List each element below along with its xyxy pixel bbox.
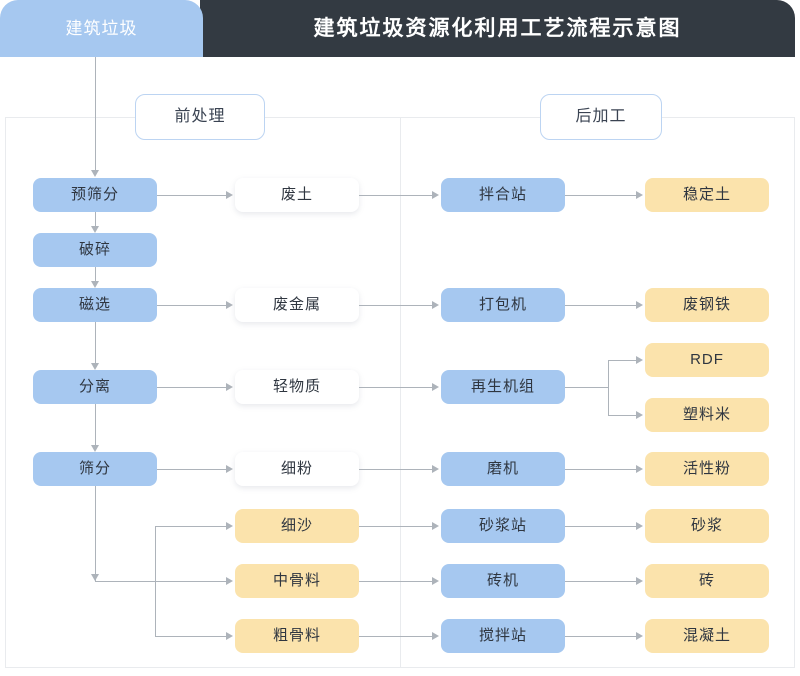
- connector-brick-machine-to-brick: [565, 581, 637, 582]
- arrowhead-screen-to-fine-powder: [226, 465, 233, 473]
- node-product-3[interactable]: 塑料米: [645, 398, 769, 432]
- arrowhead-baler-to-scrap-steel: [636, 301, 643, 309]
- node-equipment-6[interactable]: 搅拌站: [441, 619, 565, 653]
- connector-prescreen-to-crush: [95, 212, 96, 227]
- node-preprocess-1[interactable]: 破碎: [33, 233, 157, 267]
- arrowhead-medium-aggregate-to-brick-machine: [432, 577, 439, 585]
- stage-chip-postprocess: 后加工: [540, 94, 662, 140]
- source-tab-label: 建筑垃圾: [65, 19, 138, 38]
- connector-fine-sand-to-mortar-station: [359, 526, 433, 527]
- connector-fork-to-rdf: [608, 360, 637, 361]
- node-equipment-3[interactable]: 磨机: [441, 452, 565, 486]
- connector-waste-soil-to-mixing-station: [359, 195, 433, 196]
- arrowhead-prescreen-to-waste-soil: [226, 191, 233, 199]
- arrowhead-separate-to-screen: [91, 445, 99, 452]
- node-material-6[interactable]: 粗骨料: [235, 619, 359, 653]
- connector-screen-trunk-down: [95, 486, 96, 581]
- arrowhead-waste-metal-to-baler: [432, 301, 439, 309]
- connector-crush-to-magnetic: [95, 267, 96, 282]
- connector-separate-to-screen: [95, 404, 96, 446]
- connector-separate-to-light-matter: [157, 387, 227, 388]
- arrowhead-magnetic-to-separate: [91, 363, 99, 370]
- connector-baler-to-scrap-steel: [565, 305, 637, 306]
- connector-medium-aggregate-to-brick-machine: [359, 581, 433, 582]
- connector-concrete-station-to-concrete: [565, 636, 637, 637]
- node-material-2[interactable]: 轻物质: [235, 370, 359, 404]
- connector-waste-metal-to-baler: [359, 305, 433, 306]
- arrowhead-mill-to-active-powder: [636, 465, 643, 473]
- node-product-7[interactable]: 混凝土: [645, 619, 769, 653]
- node-preprocess-3[interactable]: 分离: [33, 370, 157, 404]
- arrowhead-waste-soil-to-mixing-station: [432, 191, 439, 199]
- node-product-2[interactable]: RDF: [645, 343, 769, 377]
- node-equipment-2[interactable]: 再生机组: [441, 370, 565, 404]
- connector-light-matter-to-recycling-unit: [359, 387, 433, 388]
- connector-fork-to-plastic-pellet: [608, 415, 637, 416]
- arrowhead-fork-to-rdf: [636, 356, 643, 364]
- node-material-0[interactable]: 废土: [235, 178, 359, 212]
- connector-mixing-station-to-stabilized-soil: [565, 195, 637, 196]
- node-material-4[interactable]: 细沙: [235, 509, 359, 543]
- panel-vertical-divider: [400, 117, 401, 668]
- node-equipment-4[interactable]: 砂浆站: [441, 509, 565, 543]
- node-material-5[interactable]: 中骨料: [235, 564, 359, 598]
- arrowhead-magnetic-to-waste-metal: [226, 301, 233, 309]
- connector-fine-powder-to-mill: [359, 469, 433, 470]
- node-material-3[interactable]: 细粉: [235, 452, 359, 486]
- node-product-1[interactable]: 废钢铁: [645, 288, 769, 322]
- page-title: 建筑垃圾资源化利用工艺流程示意图: [313, 17, 682, 40]
- connector-branch-to-coarse-aggregate: [155, 636, 227, 637]
- connector-recycling-unit-fork: [608, 360, 609, 416]
- arrowhead-screen-to-medium-aggregate: [226, 577, 233, 585]
- node-preprocess-4[interactable]: 筛分: [33, 452, 157, 486]
- arrowhead-mixing-station-to-stabilized-soil: [636, 191, 643, 199]
- node-material-1[interactable]: 废金属: [235, 288, 359, 322]
- node-equipment-5[interactable]: 砖机: [441, 564, 565, 598]
- connector-branch-to-fine-sand: [155, 526, 227, 527]
- arrowhead-branch-to-fine-sand: [226, 522, 233, 530]
- header-bar: [200, 0, 795, 57]
- node-product-4[interactable]: 活性粉: [645, 452, 769, 486]
- connector-source-to-prescreen: [95, 57, 96, 172]
- connector-screen-to-medium-aggregate: [95, 581, 227, 582]
- connector-prescreen-to-waste-soil: [157, 195, 227, 196]
- node-product-0[interactable]: 稳定土: [645, 178, 769, 212]
- connector-aggregate-branch-trunk: [155, 526, 156, 637]
- arrowhead-source-to-prescreen: [91, 170, 99, 177]
- arrowhead-brick-machine-to-brick: [636, 577, 643, 585]
- connector-mortar-station-to-mortar: [565, 526, 637, 527]
- arrowhead-fork-to-plastic-pellet: [636, 411, 643, 419]
- connector-coarse-aggregate-to-concrete-station: [359, 636, 433, 637]
- stage-chip-preprocess: 前处理: [135, 94, 265, 140]
- arrowhead-light-matter-to-recycling-unit: [432, 383, 439, 391]
- arrowhead-coarse-aggregate-to-concrete-station: [432, 632, 439, 640]
- arrowhead-concrete-station-to-concrete: [636, 632, 643, 640]
- connector-mill-to-active-powder: [565, 469, 637, 470]
- arrowhead-fine-sand-to-mortar-station: [432, 522, 439, 530]
- source-tab: [0, 0, 203, 57]
- arrowhead-crush-to-magnetic: [91, 281, 99, 288]
- connector-magnetic-to-waste-metal: [157, 305, 227, 306]
- arrowhead-separate-to-light-matter: [226, 383, 233, 391]
- node-product-5[interactable]: 砂浆: [645, 509, 769, 543]
- node-preprocess-2[interactable]: 磁选: [33, 288, 157, 322]
- connector-screen-to-fine-powder: [157, 469, 227, 470]
- arrowhead-prescreen-to-crush: [91, 226, 99, 233]
- node-equipment-1[interactable]: 打包机: [441, 288, 565, 322]
- arrowhead-screen-trunk-down: [91, 574, 99, 581]
- arrowhead-fine-powder-to-mill: [432, 465, 439, 473]
- connector-magnetic-to-separate: [95, 322, 96, 364]
- node-preprocess-0[interactable]: 预筛分: [33, 178, 157, 212]
- node-equipment-0[interactable]: 拌合站: [441, 178, 565, 212]
- connector-recycling-unit-stem: [565, 387, 609, 388]
- arrowhead-branch-to-coarse-aggregate: [226, 632, 233, 640]
- arrowhead-mortar-station-to-mortar: [636, 522, 643, 530]
- node-product-6[interactable]: 砖: [645, 564, 769, 598]
